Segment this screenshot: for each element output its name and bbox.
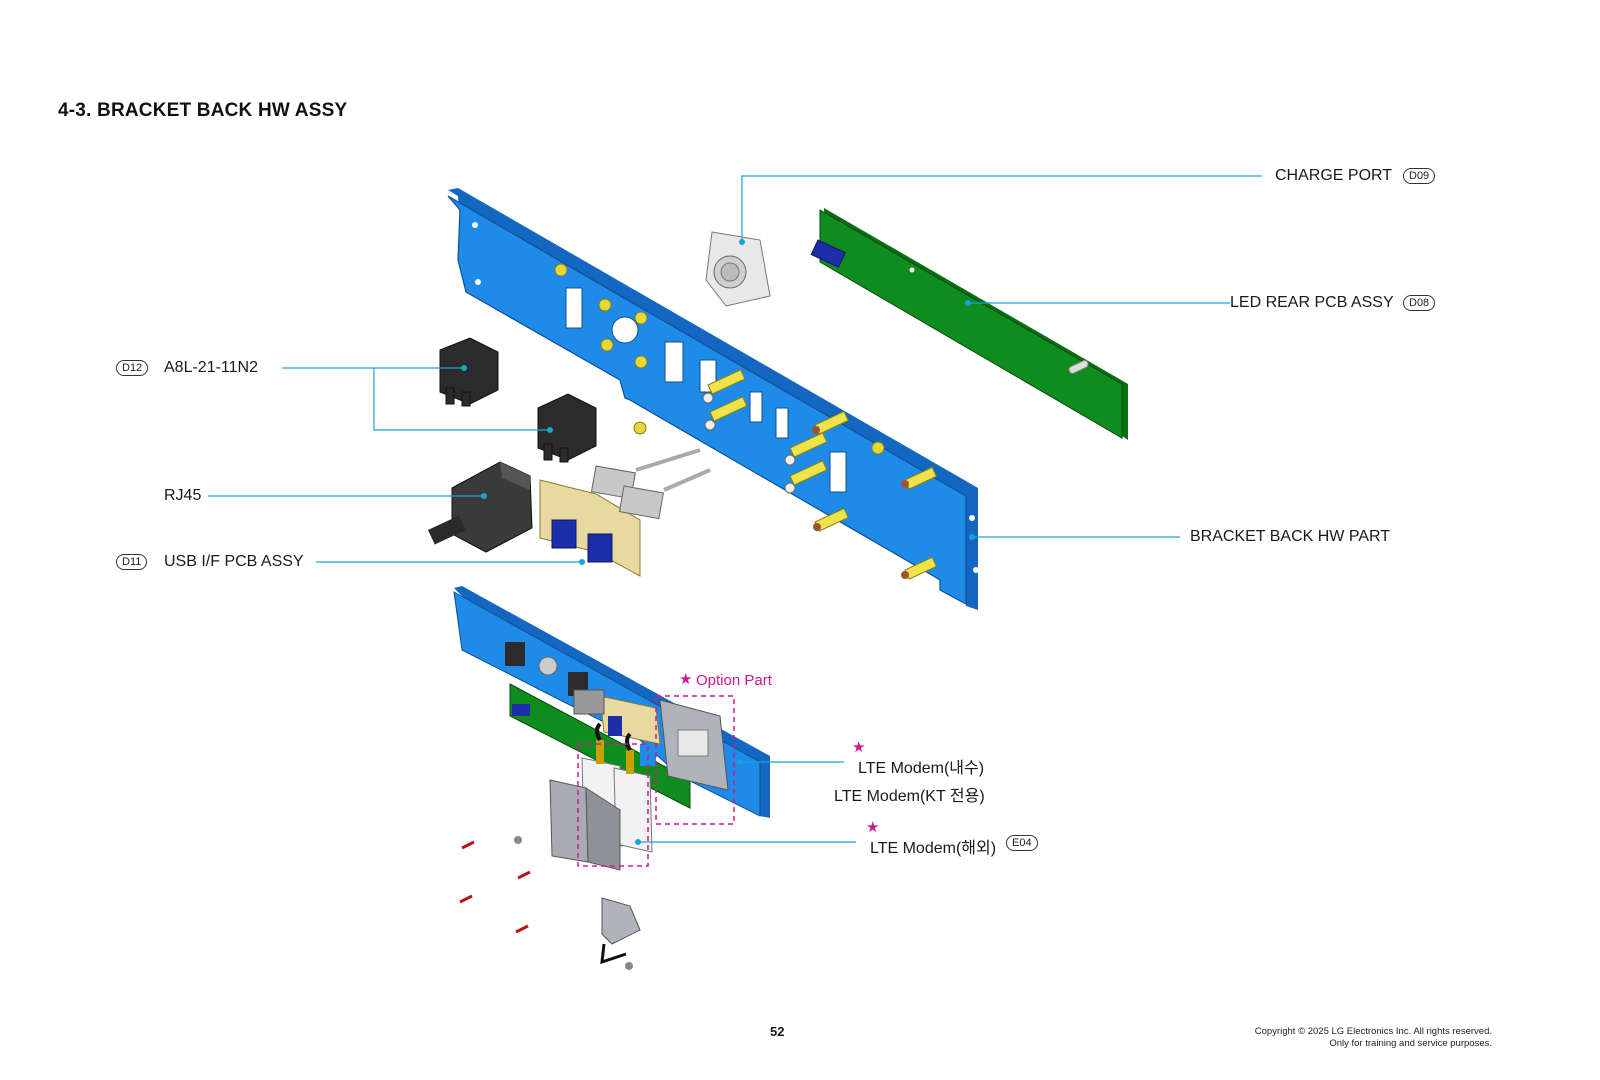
option-part-label: Option Part	[696, 672, 772, 689]
usb-if-pcb-drawing	[539, 448, 711, 577]
charge-port-label: CHARGE PORT	[1275, 167, 1393, 184]
usb-if-pcb-label: USB I/F PCB ASSY	[164, 553, 304, 570]
star-icon: ★	[679, 671, 693, 688]
a8l-connectors-drawing	[439, 337, 597, 463]
copyright: Copyright © 2025 LG Electronics Inc. All…	[1255, 1026, 1492, 1050]
led-rear-pcb-code: D08	[1403, 295, 1436, 311]
lte-modem-overseas-label: LTE Modem(해외)	[870, 840, 997, 857]
leader-lines	[208, 175, 1262, 843]
page-title: 4-3. BRACKET BACK HW ASSY	[58, 100, 348, 121]
lte-modem-overseas-code: E04	[1006, 835, 1038, 851]
a8l-label: A8L-21-11N2	[164, 359, 258, 376]
lte-modem-domestic-label: LTE Modem(내수)	[858, 760, 985, 777]
leader-dots	[461, 239, 975, 845]
assembled-view-drawing	[453, 586, 770, 970]
rj45-label: RJ45	[164, 487, 202, 504]
page-number: 52	[770, 1024, 785, 1039]
led-rear-pcb-drawing	[810, 208, 1128, 440]
charge-port-code: D09	[1403, 168, 1436, 184]
star-icon: ★	[866, 819, 880, 836]
charge-port-drawing	[705, 231, 771, 307]
copyright-line-2: Only for training and service purposes.	[1329, 1038, 1492, 1049]
lte-modem-kt-label: LTE Modem(KT 전용)	[834, 788, 985, 805]
option-part-outline	[577, 695, 735, 867]
copyright-line-1: Copyright © 2025 LG Electronics Inc. All…	[1254, 1026, 1492, 1037]
a8l-code: D12	[116, 360, 149, 376]
usb-if-pcb-code: D11	[116, 554, 148, 570]
bracket-back-hw-part-drawing	[447, 188, 979, 610]
star-icon: ★	[852, 739, 866, 756]
led-rear-pcb-label: LED REAR PCB ASSY	[1230, 294, 1394, 311]
bracket-back-hw-part-label: BRACKET BACK HW PART	[1190, 528, 1391, 545]
rj45-drawing	[427, 461, 533, 553]
